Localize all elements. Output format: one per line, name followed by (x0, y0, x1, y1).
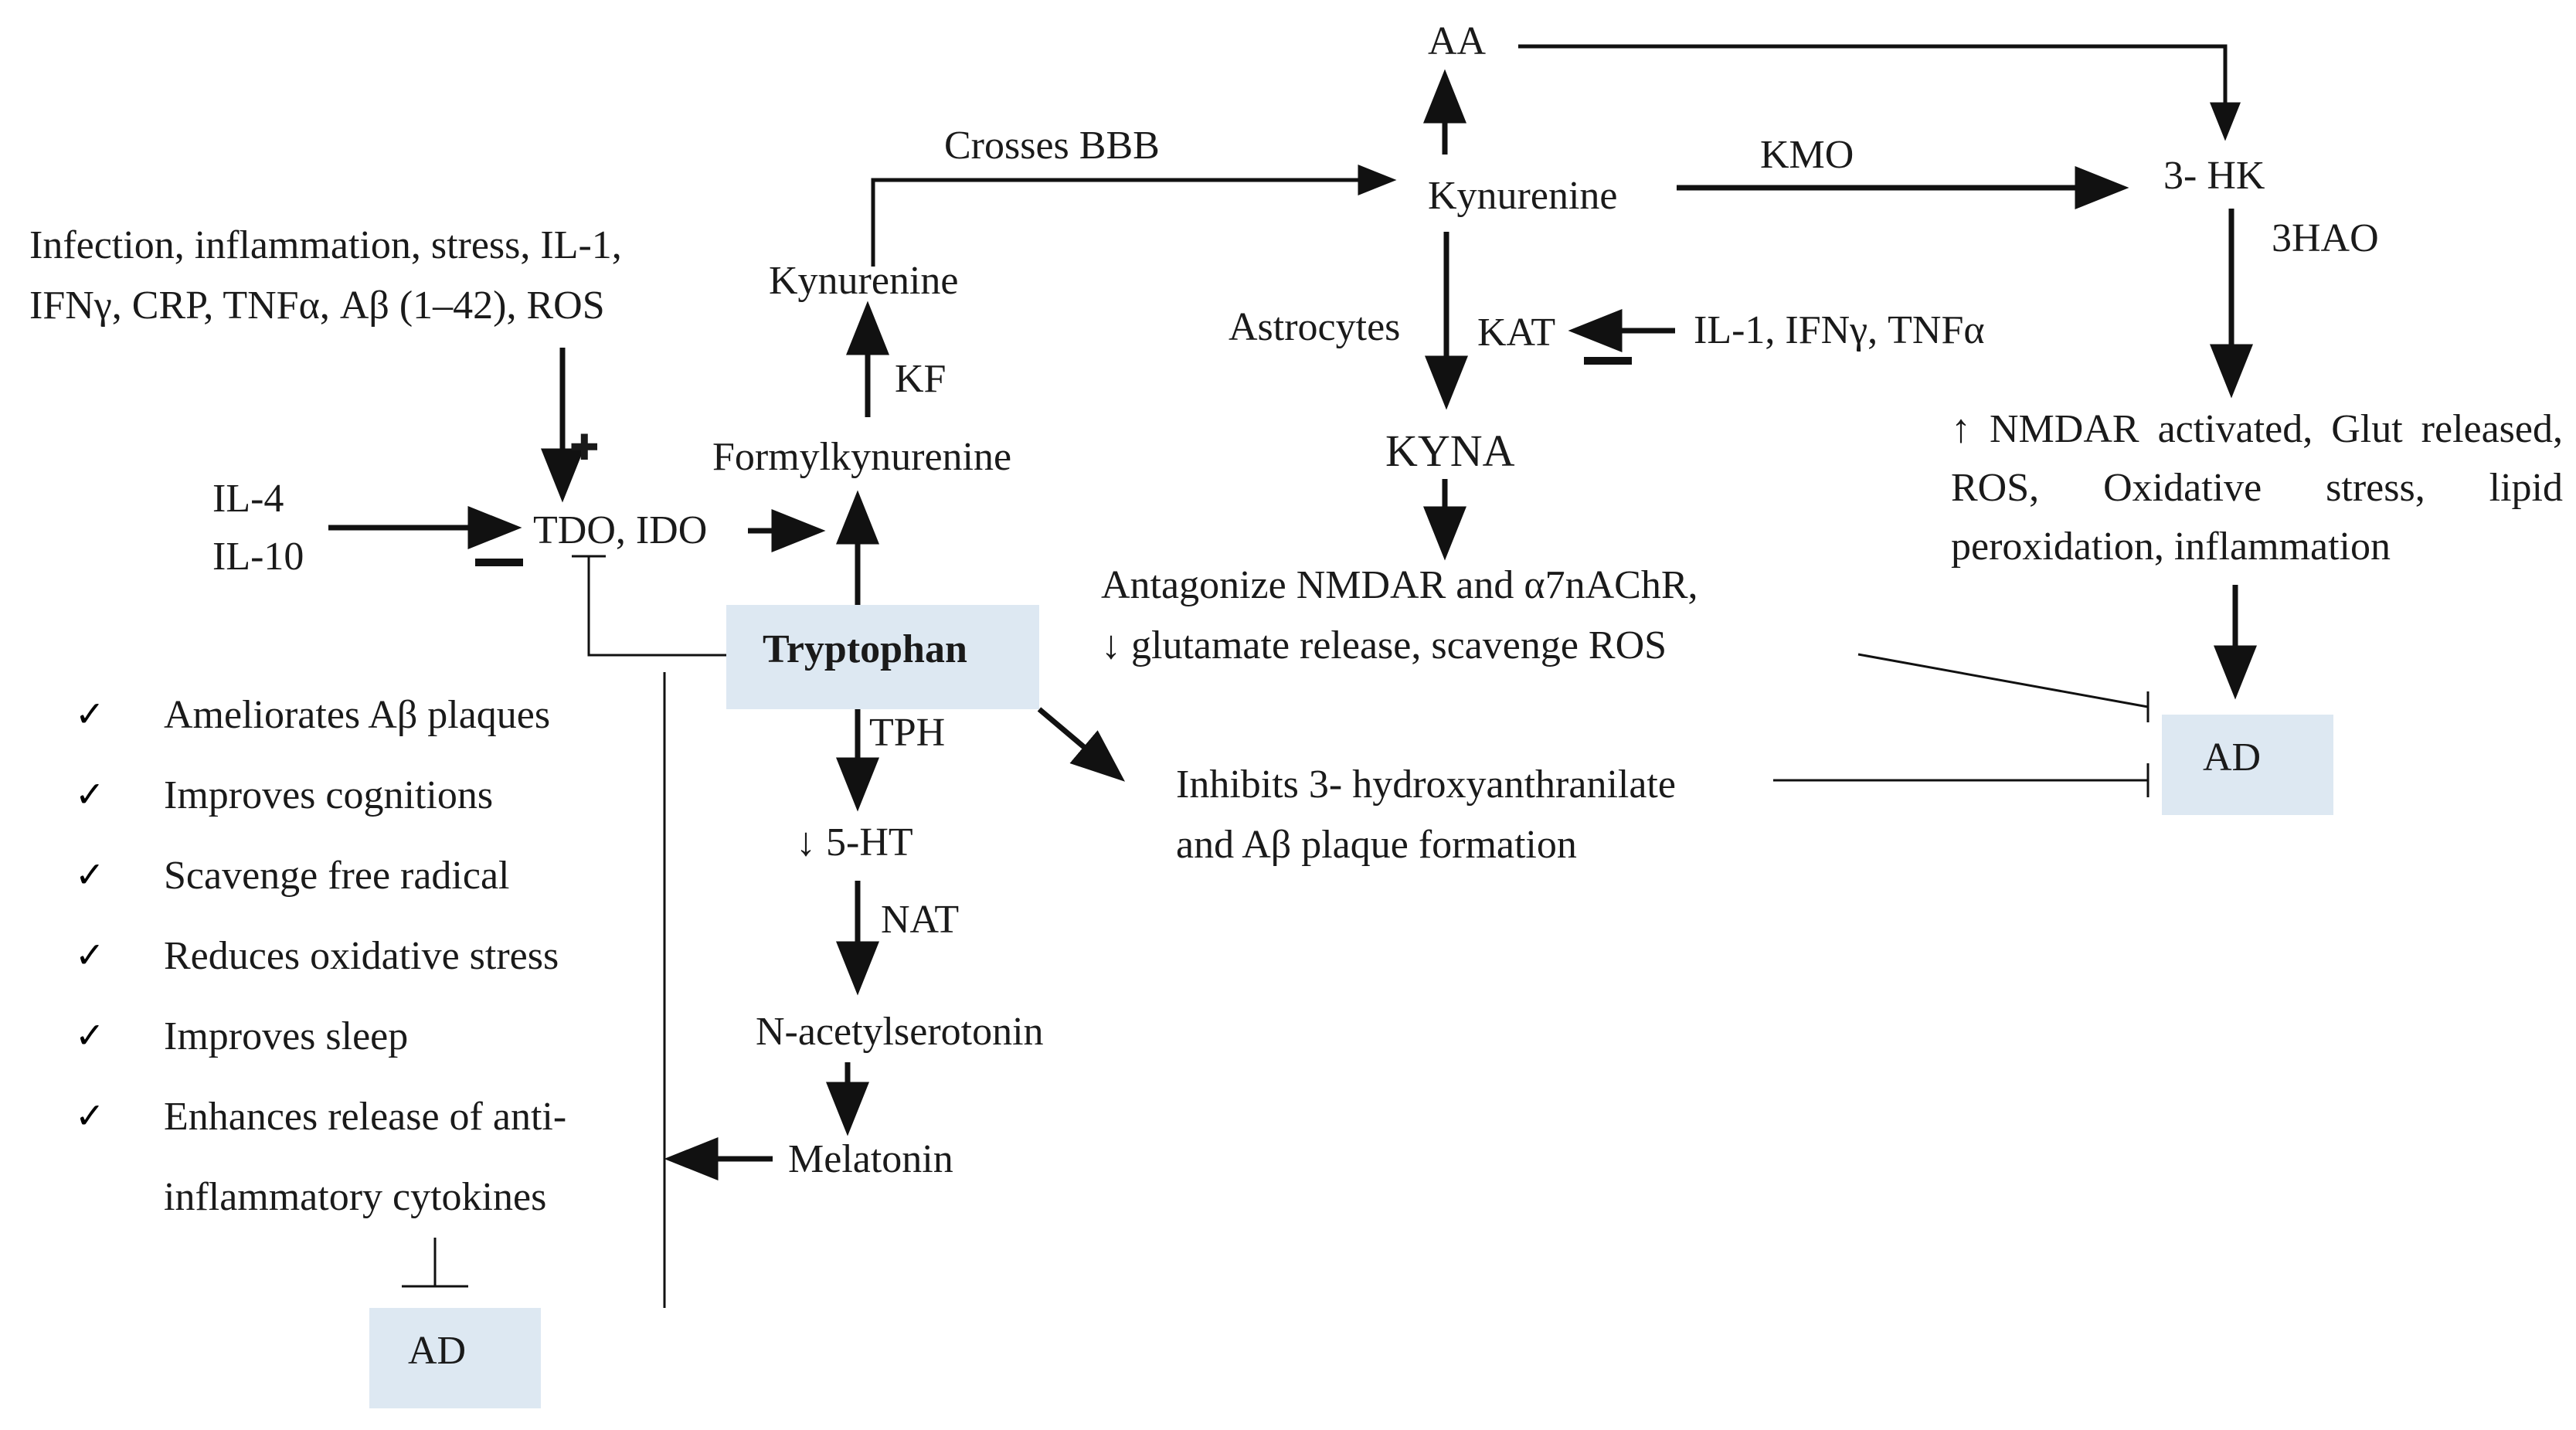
check-icon: ✓ (75, 693, 105, 735)
tryptophan-label: Tryptophan (763, 627, 967, 671)
list-item: ✓ Improves sleep (75, 1009, 647, 1089)
triggers-label-line1: Infection, inflammation, stress, IL-1, (29, 223, 622, 267)
kynurenine-periph-label: Kynurenine (769, 259, 959, 303)
nmdar-effects-label: ↑ NMDAR activated, Glut released, ROS, O… (1951, 407, 2563, 569)
melatonin-label: Melatonin (788, 1137, 953, 1181)
effect-label-continued: inflammatory cytokines (164, 1175, 547, 1219)
ad-box-right: AD (2162, 715, 2333, 815)
check-icon: ✓ (75, 773, 105, 815)
inhibit-kyna-effect-to-ad (1857, 653, 2149, 708)
tdo-ido-label: TDO, IDO (533, 508, 708, 552)
ad-label-right: AD (2203, 735, 2262, 780)
ad-box-bottom: AD (369, 1308, 541, 1408)
kyna-effect-line2: ↓ glutamate release, scavenge ROS (1101, 623, 1667, 667)
check-icon: ✓ (75, 854, 105, 895)
list-item: ✓ Improves cognitions (75, 768, 647, 848)
melatonin-effects-list: ✓ Ameliorates Aβ plaques ✓ Improves cognit… (75, 688, 647, 1250)
astrocytes-label: Astrocytes (1229, 305, 1401, 349)
n-acetylserotonin-label: N-acetylserotonin (756, 1010, 1044, 1054)
3hk-label: 3- HK (2163, 154, 2265, 198)
effect-label: Improves sleep (164, 1014, 409, 1058)
kf-label: KF (895, 357, 946, 401)
list-item: ✓ Enhances release of anti- (75, 1089, 647, 1170)
kyna-label: KYNA (1385, 426, 1515, 476)
list-item: ✓ Ameliorates Aβ plaques (75, 688, 647, 768)
aa-label: AA (1428, 19, 1487, 63)
effect-label: Ameliorates Aβ plaques (164, 693, 551, 737)
il-minus-icon (475, 559, 523, 566)
il10-label: IL-10 (212, 535, 304, 579)
kat-label: KAT (1477, 311, 1556, 355)
check-icon: ✓ (75, 1014, 105, 1056)
check-icon: ✓ (75, 1095, 105, 1136)
5ht-label: ↓ 5-HT (796, 820, 913, 864)
effect-label: Reduces oxidative stress (164, 934, 559, 978)
kat-cytokines-label: IL-1, IFNγ, TNFα (1694, 308, 1985, 352)
check-icon: ✓ (75, 934, 105, 976)
kat-minus-icon (1584, 357, 1632, 365)
effect-label: Improves cognitions (164, 773, 494, 817)
tph-label: TPH (869, 711, 946, 755)
il4-label: IL-4 (212, 477, 284, 521)
list-item: ✓ Scavenge free radical (75, 848, 647, 929)
kyna-effect-line1: Antagonize NMDAR and α7nAChR, (1101, 563, 1698, 607)
3hao-label: 3HAO (2272, 216, 2379, 260)
effect-label: Scavenge free radical (164, 854, 510, 898)
arrow-tryptophan-to-inhibits (1037, 707, 1126, 782)
effect-label: Enhances release of anti- (164, 1095, 567, 1139)
formylkynurenine-label: Formylkynurenine (712, 435, 1012, 479)
inhibits-line2: and Aβ plaque formation (1176, 823, 1577, 867)
tryptophan-box: Tryptophan (726, 605, 1039, 709)
inhibit-tryptophan-to-tdo (587, 556, 730, 657)
kynurenine-brain-label: Kynurenine (1428, 174, 1618, 218)
plus-icon: ✚ (569, 426, 600, 468)
kmo-label: KMO (1760, 133, 1854, 177)
list-item: inflammatory cytokines (75, 1170, 647, 1250)
list-item: ✓ Reduces oxidative stress (75, 929, 647, 1009)
arrow-aa-to-3hk (1518, 44, 2241, 141)
ad-label-bottom: AD (408, 1329, 467, 1373)
nat-label: NAT (881, 898, 960, 942)
inhibits-line1: Inhibits 3- hydroxyanthranilate (1176, 763, 1676, 807)
arrow-crosses-bbb (871, 165, 1397, 267)
crosses-bbb-label: Crosses BBB (944, 124, 1160, 168)
triggers-label-line2: IFNγ, CRP, TNFα, Aβ (1–42), ROS (29, 284, 605, 328)
